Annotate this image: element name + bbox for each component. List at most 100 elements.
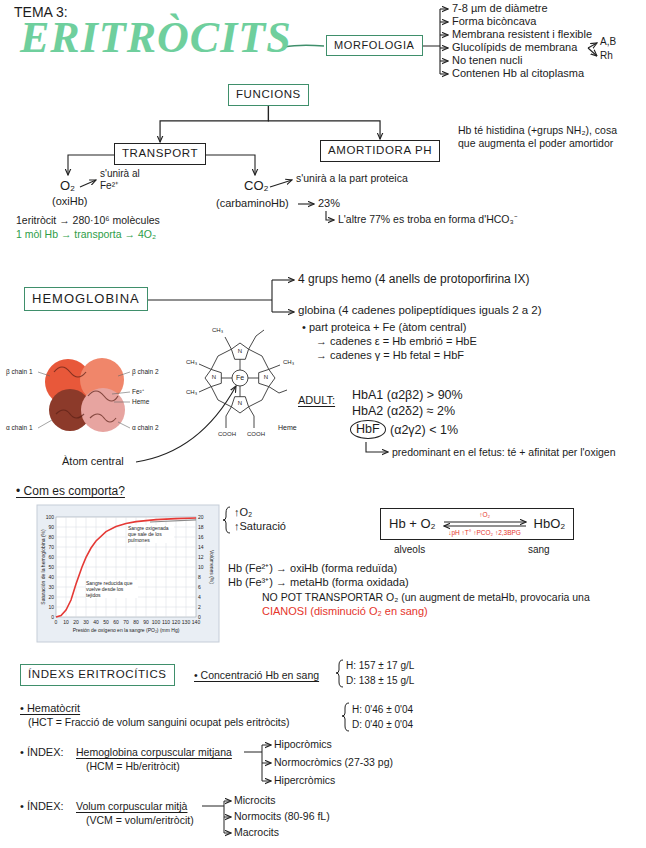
page-title: ERITRÒCITS [20, 16, 292, 60]
blood-group: A,B [600, 36, 616, 48]
box-label: HbF [356, 422, 380, 437]
drawing-part [54, 367, 118, 422]
note-text: s'unirà al Fe²⁺ [100, 168, 156, 192]
axis-tick: 110 [162, 619, 170, 625]
note-text: → cadenes ε = Hb embrió = HbE [316, 335, 477, 348]
sub-heading: • Hematòcrit [20, 702, 80, 715]
atom-label: N [212, 374, 216, 381]
reference-value: H: 0'46 ± 0'04 [352, 704, 413, 716]
axis-tick: 30 [83, 619, 89, 625]
connector-arrow [268, 106, 380, 139]
drawing-part [262, 745, 271, 746]
axis-tick: 6 [198, 584, 201, 590]
reaction-arrows [442, 519, 528, 529]
callout-text: Àtom central [62, 455, 124, 468]
chem-group: COOH [247, 431, 265, 438]
gas-label: O₂ [60, 178, 75, 194]
part-label: β chain 1 [6, 368, 33, 376]
drawing-part [366, 442, 388, 452]
list-item: 7-8 µm de diàmetre [452, 2, 548, 15]
chem-group: CH₃ [186, 359, 197, 366]
axis-tick: 80 [133, 619, 139, 625]
protein-illustration [38, 358, 130, 432]
drawing-part [440, 60, 448, 61]
note-text: (oxiHb) [52, 195, 87, 208]
section-box: MORFOLOGIA [326, 35, 423, 56]
percentage: 23% [318, 197, 340, 210]
drawing-part [223, 507, 230, 533]
drawing-part [440, 21, 448, 22]
axis-tick: 18 [198, 524, 204, 530]
drawing-part [262, 763, 271, 764]
axis-title: Saturación de la hemoglobina (%) [40, 529, 46, 604]
box-label: AMORTIDORA PH [328, 144, 432, 158]
drawing-part [150, 520, 196, 522]
box-label: ÍNDEXS ERITROCÍTICS [28, 668, 167, 682]
drawing-part [199, 330, 287, 428]
list-item: Macrocits [234, 826, 279, 839]
note-text: (HCT = Fracció de volum sanguini ocupat … [28, 716, 290, 729]
hb-type: (α2γ2) < 1% [390, 423, 458, 438]
drawing-part [147, 280, 272, 312]
drawing-part [56, 518, 196, 617]
axis-tick: 130 [182, 619, 190, 625]
drawing-part [440, 34, 448, 35]
box-label: ↓pH ↑T° ↑PCO₂ ↑2,3BPG [448, 529, 521, 537]
axis-tick: 16 [198, 534, 204, 540]
note-text: s'unirà a la part proteica [296, 172, 408, 185]
drawing-part [588, 48, 597, 56]
axis-tick: 8 [198, 574, 201, 580]
warning-text: CIANOSI (disminució O₂ en sang) [262, 605, 428, 618]
axis-tick: 10 [48, 604, 54, 610]
axis-tick: 90 [143, 619, 149, 625]
box-label: HbO₂ [534, 516, 566, 532]
box-label: FUNCIONS [236, 88, 301, 102]
drawing-part [205, 369, 221, 386]
note-text: (HCM = Hb/eritròcit) [86, 760, 180, 773]
drawing-part [244, 745, 262, 781]
list-item: Forma bicòncava [452, 15, 536, 28]
branch-text: 4 grups hemo (4 anells de protoporfirina… [298, 272, 529, 286]
chem-group: CH₃ [212, 327, 223, 334]
drawing-part [38, 372, 130, 428]
function-box: TRANSPORT [114, 143, 206, 165]
list-item: No tenen nucli [452, 54, 522, 67]
list-item: Hipercròmics [274, 774, 335, 787]
reverse-arrow [444, 525, 526, 526]
sub-heading: • ÍNDEX: [20, 746, 64, 759]
atom-label: N [264, 374, 268, 381]
part-label: α chain 2 [132, 424, 159, 432]
list-item: Microcits [234, 794, 275, 807]
hb-type: HbA2 (α2δ2) ≈ 2% [352, 404, 455, 419]
note-text: 1eritròcit → 280·10⁶ molècules [16, 214, 160, 227]
axis-tick: 30 [48, 584, 54, 590]
function-box: AMORTIDORA PH [320, 140, 440, 162]
axis-tick: 2 [198, 604, 201, 610]
chem-group: CH₃ [283, 359, 294, 366]
curve-label: Sangre oxigenada que sale de los pulmone… [128, 525, 174, 543]
drawing-part [224, 801, 231, 802]
note-text: (carbaminoHb) [216, 197, 289, 210]
axis-tick: 12 [198, 554, 204, 560]
atom-label: Fe [236, 374, 244, 382]
box-label: Hb + O₂ [389, 516, 436, 532]
note-text: Hb (Fe²⁺) → oxiHb (forma reduïda) [228, 562, 397, 575]
axis-tick: 50 [103, 619, 109, 625]
axis-tick: 80 [48, 534, 54, 540]
axis-tick: 40 [48, 574, 54, 580]
chem-group: CH₃ [186, 389, 197, 396]
forward-arrow [444, 521, 526, 522]
reference-value: D: 138 ± 15 g/L [346, 675, 414, 687]
drawing-part [232, 370, 248, 386]
drawing-part [298, 203, 314, 204]
index-name: Volum corpuscular mitjà [76, 800, 187, 813]
part-label: Fe²⁺ [132, 388, 144, 396]
note-text: ↑Saturació [234, 520, 286, 533]
axis-tick: 20 [73, 619, 79, 625]
highlight-note: 1 mòl Hb → transporta → 4O₂ [16, 228, 156, 241]
drawing-part [231, 343, 248, 359]
equilibrium-arrows: ↑O₂↓pH ↑T° ↑PCO₂ ↑2,3BPG [442, 511, 528, 537]
hemoglobin-bracket [147, 280, 294, 312]
axis-tick: 70 [123, 619, 129, 625]
